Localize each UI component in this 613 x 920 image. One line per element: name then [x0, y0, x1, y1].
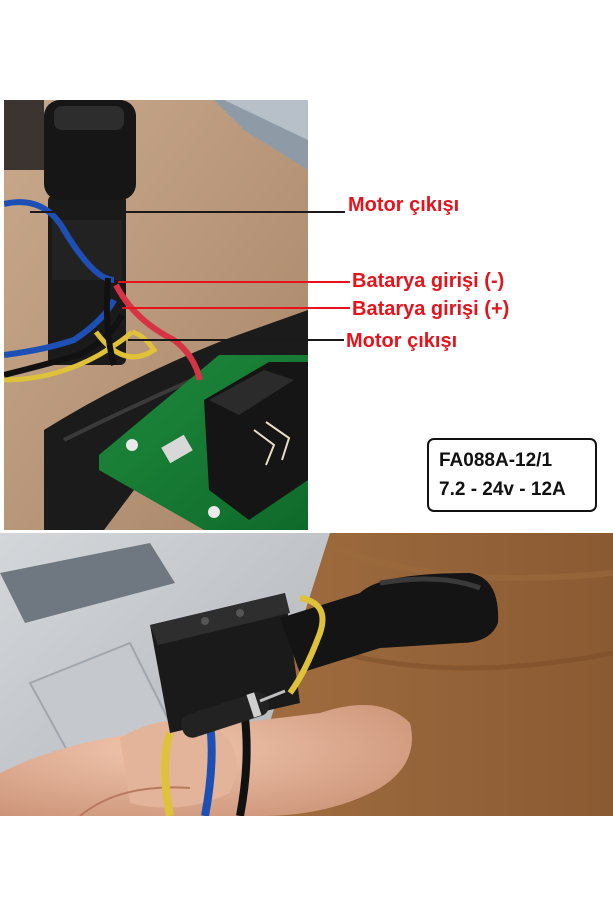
callout-battery-positive: Batarya girişi (+)	[352, 298, 510, 320]
callout-motor-output-bottom: Motor çıkışı	[346, 330, 458, 352]
callout-battery-negative: Batarya girişi (-)	[352, 270, 505, 292]
spec-rating: 7.2 - 24v - 12A	[439, 479, 566, 500]
spec-box: FA088A-12/1 7.2 - 24v - 12A	[427, 438, 597, 512]
spec-model: FA088A-12/1	[439, 450, 553, 471]
callout-motor-output-top: Motor çıkışı	[348, 194, 460, 216]
photo-switch-on-pcb	[4, 100, 308, 530]
photo-switch-in-hand	[0, 533, 613, 816]
